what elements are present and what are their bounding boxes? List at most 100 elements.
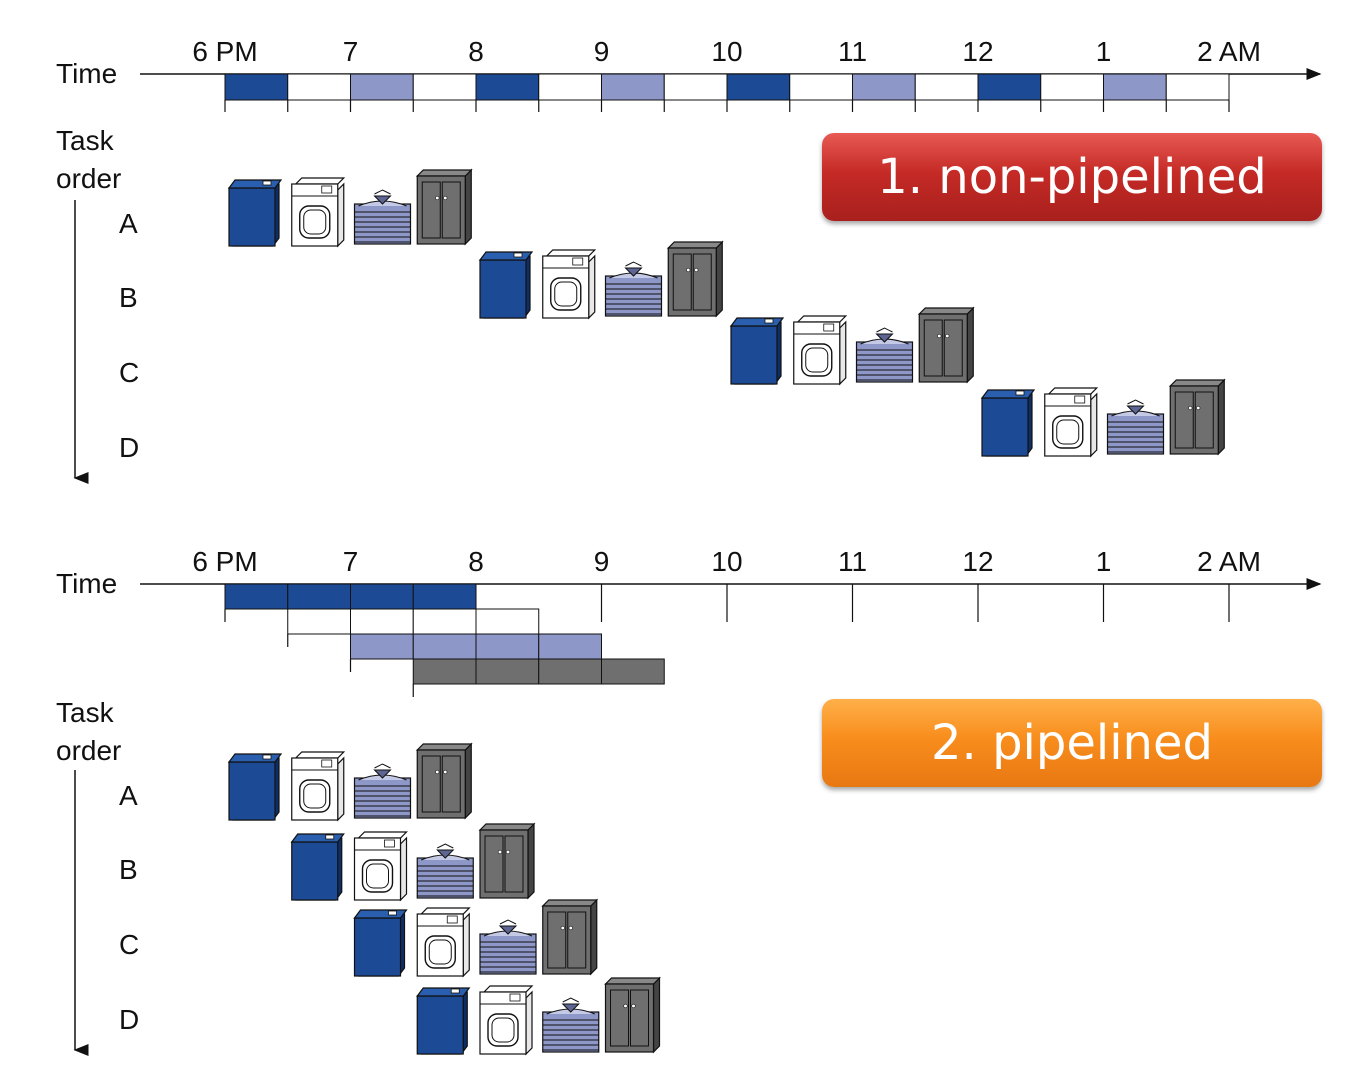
time-tick-label: 9 [593,36,610,67]
folded-clothes-icon [1106,399,1165,455]
closet-icon [415,742,473,820]
task-rows [227,742,661,1056]
timeline-slot [412,73,477,101]
folded-clothes-icon [353,763,412,819]
timeline-slot [224,73,289,101]
task-rows [227,168,1226,458]
timeline-slot [914,73,979,101]
timeline-slot [1040,73,1104,101]
timeline-slot [1103,73,1167,101]
task-b-stages [478,240,724,320]
time-tick-label: 8 [468,546,484,577]
timeline-slot [475,73,540,101]
pipeline-slot [350,608,414,635]
dryer-icon [793,315,848,386]
dryer-icon [479,985,534,1056]
folded-clothes-icon [353,189,412,245]
washer-icon [353,909,408,977]
non-pipelined-badge: 1. non-pipelined [822,133,1322,221]
time-tick-label: 12 [962,36,994,67]
time-tick-label: 1 [1095,36,1112,67]
washer-icon [729,317,785,385]
washer-icon [980,389,1036,457]
task-label: B [119,282,138,313]
pipeline-slot [538,658,602,685]
washer-icon [227,179,283,247]
timeline-slot [350,73,414,101]
pipeline-slot [412,583,477,610]
task-c-stages [729,306,975,386]
task-d-stages [416,976,661,1056]
pipeline-slot [350,583,414,610]
washer-icon [290,833,345,901]
timeline-bar [224,73,1230,112]
task-label: D [119,1004,140,1035]
timeline-slot [663,73,728,101]
pipeline-slot [475,633,540,660]
time-tick-label: 10 [711,36,743,67]
timeline-slot [538,73,602,101]
closet-icon [478,822,536,900]
time-tick-label: 10 [711,546,743,577]
timeline-slot [287,73,351,101]
pipelined-section [73,578,1322,1056]
pipeline-slot [287,583,351,610]
pipeline-slot [475,658,540,685]
pipeline-slot [350,633,414,660]
washer-icon [227,753,283,821]
task-label: C [119,929,140,960]
folded-clothes-icon [542,997,600,1053]
timeline-slot [789,73,853,101]
time-tick-label: 11 [837,546,868,577]
timeline-bars [224,583,1230,697]
pipeline-slot [224,583,289,610]
time-tick-label: 1 [1095,546,1112,577]
task-a-stages [227,168,473,248]
timeline-slot [852,73,916,101]
dryer-icon [416,907,471,978]
pipeline-slot [287,608,351,635]
time-tick-label: 2 AM [1197,36,1261,67]
task-label: D [119,432,140,463]
task-label: A [119,208,138,239]
time-label: Time [56,568,118,599]
task-order-label: Task order [56,697,122,766]
pipeline-slot [538,633,602,660]
dryer-icon [353,831,408,902]
task-label: A [119,780,138,811]
folded-clothes-icon [479,919,537,975]
folded-clothes-icon [604,261,663,317]
time-tick-label: 6 PM [192,36,258,67]
time-tick-label: 12 [962,546,994,577]
task-order-label: Task order [56,125,122,194]
time-tick-label: 7 [342,36,359,67]
closet-icon [1168,378,1226,456]
time-tick-label: 9 [593,546,610,577]
timeline-slot [977,73,1042,101]
time-tick-label: 8 [468,36,484,67]
washer-icon [416,987,471,1055]
time-tick-label: 7 [342,546,359,577]
pipeline-slot [601,658,665,685]
task-b-stages [290,822,536,902]
washer-icon [478,251,534,319]
pipeline-slot [412,608,477,635]
pipeline-slot [412,633,477,660]
closet-icon [917,306,975,384]
time-label: Time [56,58,118,89]
folded-clothes-icon [855,327,914,383]
time-tick-label: 6 PM [192,546,258,577]
dryer-icon [542,249,597,320]
closet-icon [415,168,473,246]
task-d-stages [980,378,1226,458]
dryer-icon [291,751,346,822]
dryer-icon [291,177,346,248]
timeline-slot [726,73,791,101]
timeline-slot [1165,73,1230,101]
dryer-icon [1044,387,1099,458]
task-c-stages [353,898,599,978]
pipeline-slot [412,658,477,685]
time-tick-label: 2 AM [1197,546,1261,577]
pipeline-slot [475,608,540,635]
